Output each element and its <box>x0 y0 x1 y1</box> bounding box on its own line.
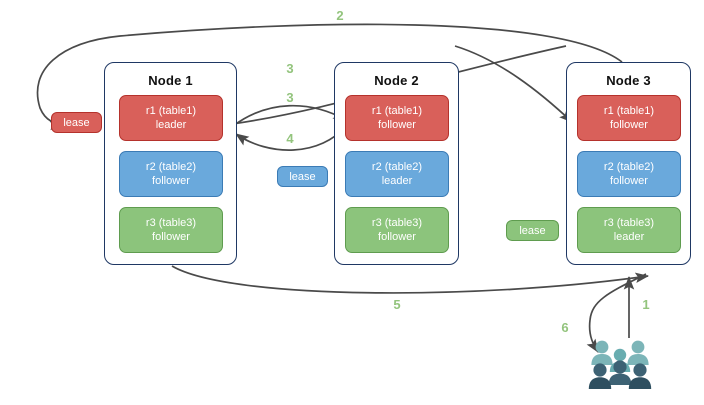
arrow-step-3-upper-return <box>454 45 573 123</box>
replica-name: r1 (table1) <box>603 105 655 117</box>
replica-role: follower <box>152 231 190 243</box>
node-2-container[interactable]: Node 2 r1 (table1) follower r2 (table2) … <box>334 62 459 265</box>
replica-name: r1 (table1) <box>145 105 197 117</box>
node-2-replica-r2[interactable]: r2 (table2) leader <box>345 151 449 197</box>
node-3-replica-r2[interactable]: r2 (table2) follower <box>577 151 681 197</box>
step-label-3a: 3 <box>286 61 294 76</box>
step-label-3b: 3 <box>286 90 294 105</box>
users-group-icon <box>588 340 652 389</box>
step-label-6: 6 <box>561 320 569 335</box>
node-2-replica-r3[interactable]: r3 (table3) follower <box>345 207 449 253</box>
replica-name: r3 (table3) <box>145 217 197 229</box>
replica-role: leader <box>613 231 645 243</box>
node-1-title: Node 1 <box>148 73 193 88</box>
replica-name: r1 (table1) <box>371 105 423 117</box>
step-label-1: 1 <box>642 297 650 312</box>
lease-badge-blue[interactable]: lease <box>277 166 328 187</box>
lease-badge-green[interactable]: lease <box>506 220 559 241</box>
node-3-title: Node 3 <box>606 73 651 88</box>
replica-name: r3 (table3) <box>603 217 655 229</box>
replica-role: follower <box>378 231 416 243</box>
node-3-replica-r1[interactable]: r1 (table1) follower <box>577 95 681 141</box>
step-label-2: 2 <box>336 8 344 23</box>
arrow-step-5 <box>171 265 650 294</box>
node-2-title: Node 2 <box>374 73 419 88</box>
replica-name: r2 (table2) <box>145 161 197 173</box>
replica-name: r2 (table2) <box>371 161 423 173</box>
replica-name: r2 (table2) <box>603 161 655 173</box>
node-1-container[interactable]: Node 1 r1 (table1) leader r2 (table2) fo… <box>104 62 237 265</box>
node-3-container[interactable]: Node 3 r1 (table1) follower r2 (table2) … <box>566 62 691 265</box>
step-label-4: 4 <box>286 131 294 146</box>
node-1-replica-r3[interactable]: r3 (table3) follower <box>119 207 223 253</box>
replica-role: leader <box>155 119 187 131</box>
arrow-step-3-lower <box>232 104 347 127</box>
replica-role: follower <box>610 175 648 187</box>
step-label-5: 5 <box>393 297 401 312</box>
node-1-replica-r2[interactable]: r2 (table2) follower <box>119 151 223 197</box>
node-3-replica-r3[interactable]: r3 (table3) leader <box>577 207 681 253</box>
node-2-replica-r1[interactable]: r1 (table1) follower <box>345 95 449 141</box>
lease-badge-red[interactable]: lease <box>51 112 102 133</box>
replica-role: leader <box>381 175 413 187</box>
node-1-replica-r1[interactable]: r1 (table1) leader <box>119 95 223 141</box>
replica-name: r3 (table3) <box>371 217 423 229</box>
replica-role: follower <box>610 119 648 131</box>
replica-role: follower <box>152 175 190 187</box>
replica-role: follower <box>378 119 416 131</box>
